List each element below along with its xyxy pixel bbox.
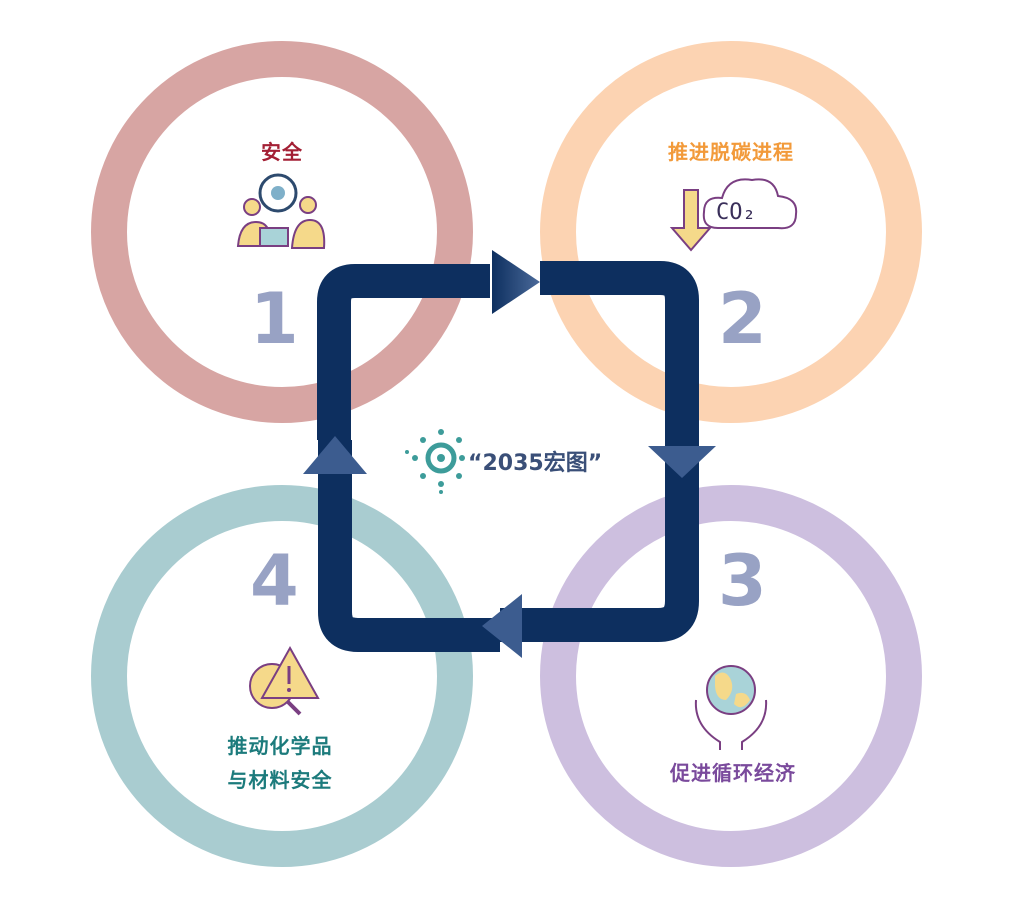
ring-4-chemical-safety bbox=[91, 485, 473, 867]
arrow-head-up bbox=[303, 436, 367, 474]
pillar-1-label: 安全 bbox=[261, 140, 303, 164]
arrow-head-left bbox=[482, 594, 522, 658]
pillar-3-label: 促进循环经济 bbox=[670, 761, 796, 785]
arrow-head-down bbox=[648, 446, 716, 478]
globe-hands-icon bbox=[694, 665, 768, 750]
pillar-4-number: 4 bbox=[250, 540, 299, 622]
arrow-head-right bbox=[492, 250, 540, 314]
pillar-1-number: 1 bbox=[250, 278, 299, 360]
ring-3-circular-economy bbox=[540, 485, 922, 867]
warning-magnifier-icon bbox=[249, 645, 320, 716]
safety-team-icon bbox=[236, 173, 326, 249]
co2-cloud-icon bbox=[669, 178, 798, 252]
pillar-4-label-line-1: 推动化学品 bbox=[227, 734, 333, 758]
molecule-icon bbox=[405, 429, 465, 494]
ring-2-decarbonization bbox=[540, 41, 922, 423]
pillar-4-label-line-2: 与材料安全 bbox=[227, 768, 333, 792]
pillar-3-number: 3 bbox=[718, 540, 767, 622]
cycle-loop bbox=[317, 261, 699, 652]
pillar-2-label: 推进脱碳进程 bbox=[668, 140, 794, 164]
pillar-2-number: 2 bbox=[718, 278, 767, 360]
center-title: “2035宏图” bbox=[468, 451, 603, 476]
co2-text: CO₂ bbox=[716, 200, 756, 225]
ring-1-safety bbox=[91, 41, 473, 423]
